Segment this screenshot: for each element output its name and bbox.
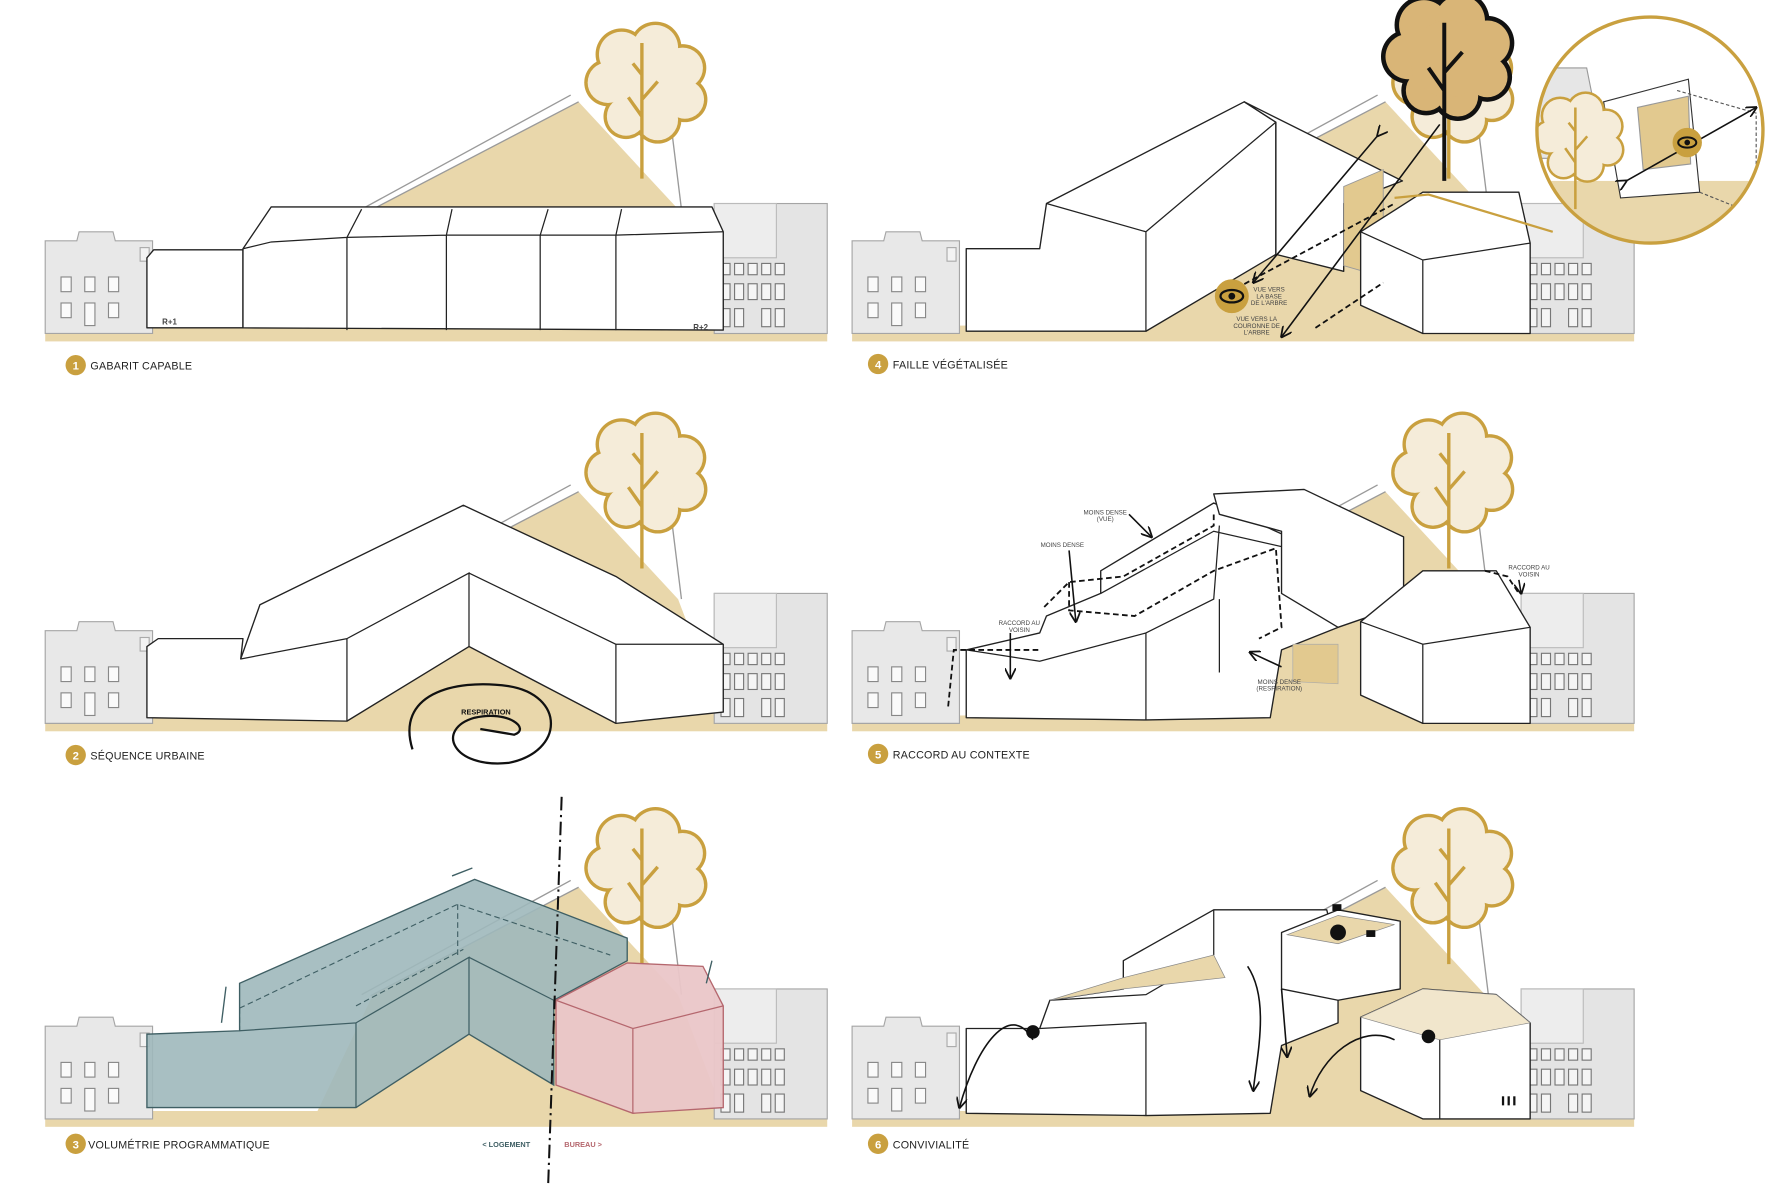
bureau-label: BUREAU > [564,1140,602,1149]
step-badge [867,743,889,765]
panel-faille-vegetalisee: VUE VERS LA BASE DE L'ARBRE VUE VERS LA … [852,0,1765,375]
step-number: 1 [73,361,79,373]
less-dense-view-label: MOINS DENSE [1084,509,1127,516]
respiration-spiral-icon [408,683,553,765]
panel-raccord-au-contexte: MOINS DENSE (VUE) MOINS DENSE RACCORD AU… [852,411,1634,765]
view-base-label: DE L'ARBRE [1251,300,1287,307]
people-icons [1026,904,1516,1106]
less-dense-view-label: (VUE) [1097,516,1114,523]
step-badge [65,1133,86,1154]
housing-volume [146,878,628,1109]
less-dense-breath-label: (RESPIRATION) [1256,686,1302,693]
step-badge [65,744,86,766]
panel-title: VOLUMÉTRIE PROGRAMMATIQUE [88,1138,270,1151]
building-volume [146,504,724,725]
panel-title: RACCORD AU CONTEXTE [893,749,1030,761]
step-badge [867,1133,889,1154]
panel-title: GABARIT CAPABLE [90,361,192,373]
panel-sequence-urbaine: RESPIRATION 2 SÉQUENCE URBAINE [45,411,827,766]
inset-pointer [1394,193,1554,233]
panel-title: FAILLE VÉGÉTALISÉE [893,359,1008,372]
panel-title: SÉQUENCE URBAINE [90,750,204,763]
height-label-left: R+1 [162,317,177,326]
step-number: 4 [875,360,882,372]
respiration-label: RESPIRATION [461,707,511,716]
panel-volumetrie-programmatique: < LOGEMENT BUREAU > 3 VOLUMÉTRIE PROGRAM… [45,807,827,1154]
step-number: 3 [73,1139,79,1151]
panel-title: CONVIVIALITÉ [893,1138,970,1151]
step-number: 2 [73,751,79,763]
neighbor-left-label: VOISIN [1009,627,1030,634]
step-badge [65,354,86,376]
step-number: 5 [875,749,881,761]
step-number: 6 [875,1139,881,1151]
terrace [1049,954,1226,1001]
tree-highlight-icon [1380,0,1515,181]
view-base-label: VUE VERS [1253,287,1284,294]
less-dense-breath-label: MOINS DENSE [1258,679,1301,686]
eye-icon [1214,279,1249,314]
neighbor-left-label: RACCORD AU [999,620,1040,627]
view-crown-label: VUE VERS LA [1236,316,1278,323]
step-badge [867,353,889,375]
view-crown-label: L'ARBRE [1244,330,1270,337]
panel-convivialite: 6 CONVIVIALITÉ [852,807,1634,1154]
panel-gabarit-capable: R+1 R+2 1 GABARIT CAPABLE [45,22,827,376]
office-volume [555,962,724,1114]
logement-label: < LOGEMENT [482,1140,530,1149]
neighbor-right-label: RACCORD AU [1508,565,1549,572]
neighbor-right-label: VOISIN [1519,571,1540,578]
extension-arrows [220,867,713,1023]
height-label-right: R+2 [693,323,708,332]
view-base-label: LA BASE [1256,293,1282,300]
view-crown-label: COURONNE DE [1233,323,1280,330]
building-volume [146,206,724,331]
less-dense-label: MOINS DENSE [1041,542,1084,549]
program-divider-line [547,796,563,1187]
